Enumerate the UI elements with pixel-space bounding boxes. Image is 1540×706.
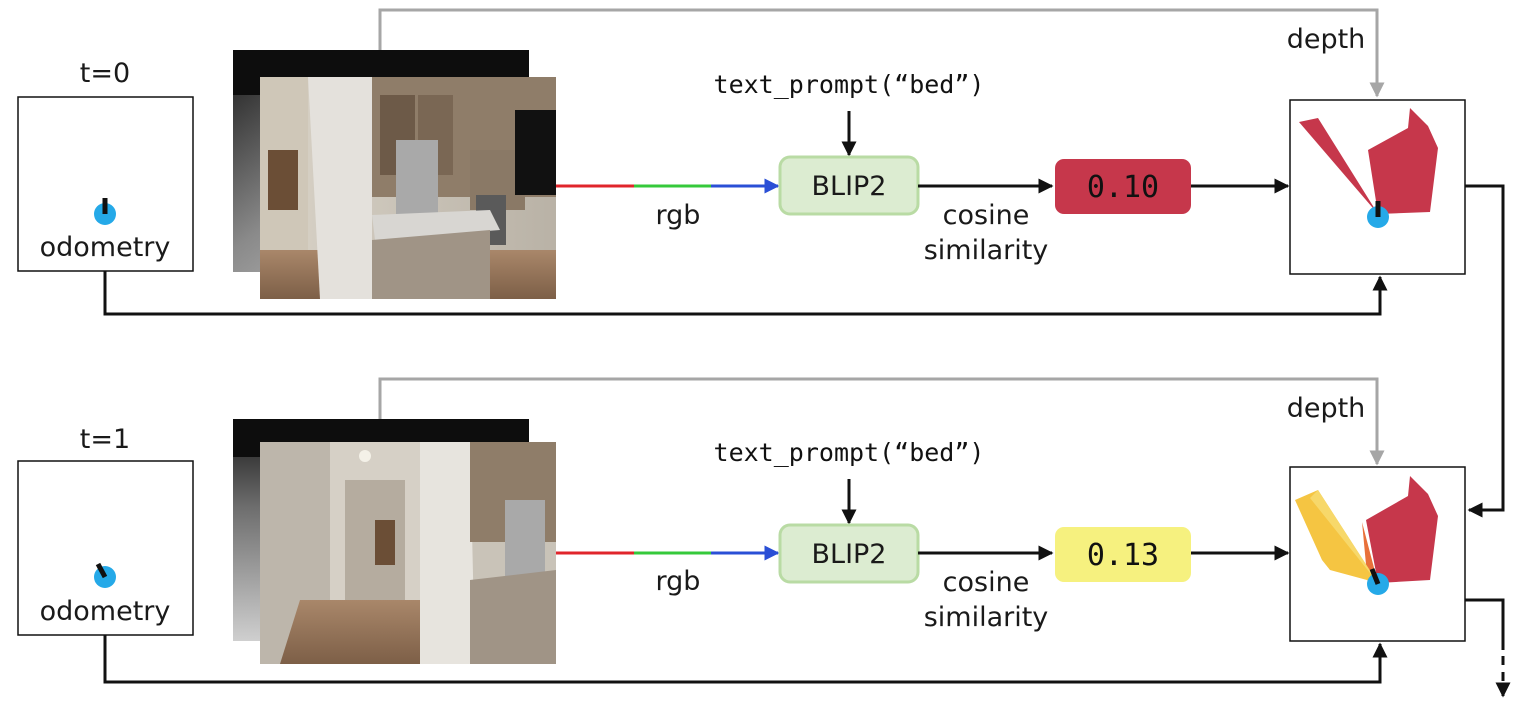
time-label: t=0 [80,58,130,89]
odometry-label: odometry [40,232,171,263]
odometry-arrow [103,271,1388,316]
blip2-label: BLIP2 [812,171,887,202]
depth-line [378,377,1385,466]
text-prompt: text_prompt(“bed”) [714,438,985,467]
time-label: t=1 [80,424,130,455]
continue-line [1465,598,1505,650]
odometry-box [17,96,194,272]
score-box [1055,159,1191,214]
map-cone-narrow [1299,118,1378,214]
score-value: 0.13 [1087,538,1159,573]
heading-icon [95,562,108,579]
map-cone-new [1295,490,1378,583]
map-cone-wide [1368,108,1438,214]
similarity-label-line1: cosine [943,200,1030,231]
score-box [1055,527,1191,582]
map-cone-wide [1366,476,1438,583]
depth-label: depth [1287,393,1366,424]
similarity-label-line2: similarity [924,235,1049,266]
odometry-arrow [103,635,1388,684]
odometry-label: odometry [40,596,171,627]
odometry-box [17,460,194,636]
map-carry-arrow [1465,184,1505,518]
rgb-label: rgb [656,566,701,597]
text-prompt: text_prompt(“bed”) [714,70,985,99]
rgb-image [260,77,556,299]
similarity-label-line2: similarity [924,602,1049,633]
depth-label: depth [1287,24,1366,55]
depth-line [378,8,1385,98]
rgb-label: rgb [656,200,701,231]
map-cone-new-light [1310,490,1378,583]
rgb-image [260,442,556,664]
score-value: 0.10 [1087,170,1159,205]
row-t1: t=1 odometry rgb text_prompt(“bed”) [17,377,1511,698]
heading-icon [1369,568,1381,585]
similarity-label-line1: cosine [943,567,1030,598]
blip2-label: BLIP2 [812,539,887,570]
row-t0: t=0 odometry r [17,8,1505,518]
